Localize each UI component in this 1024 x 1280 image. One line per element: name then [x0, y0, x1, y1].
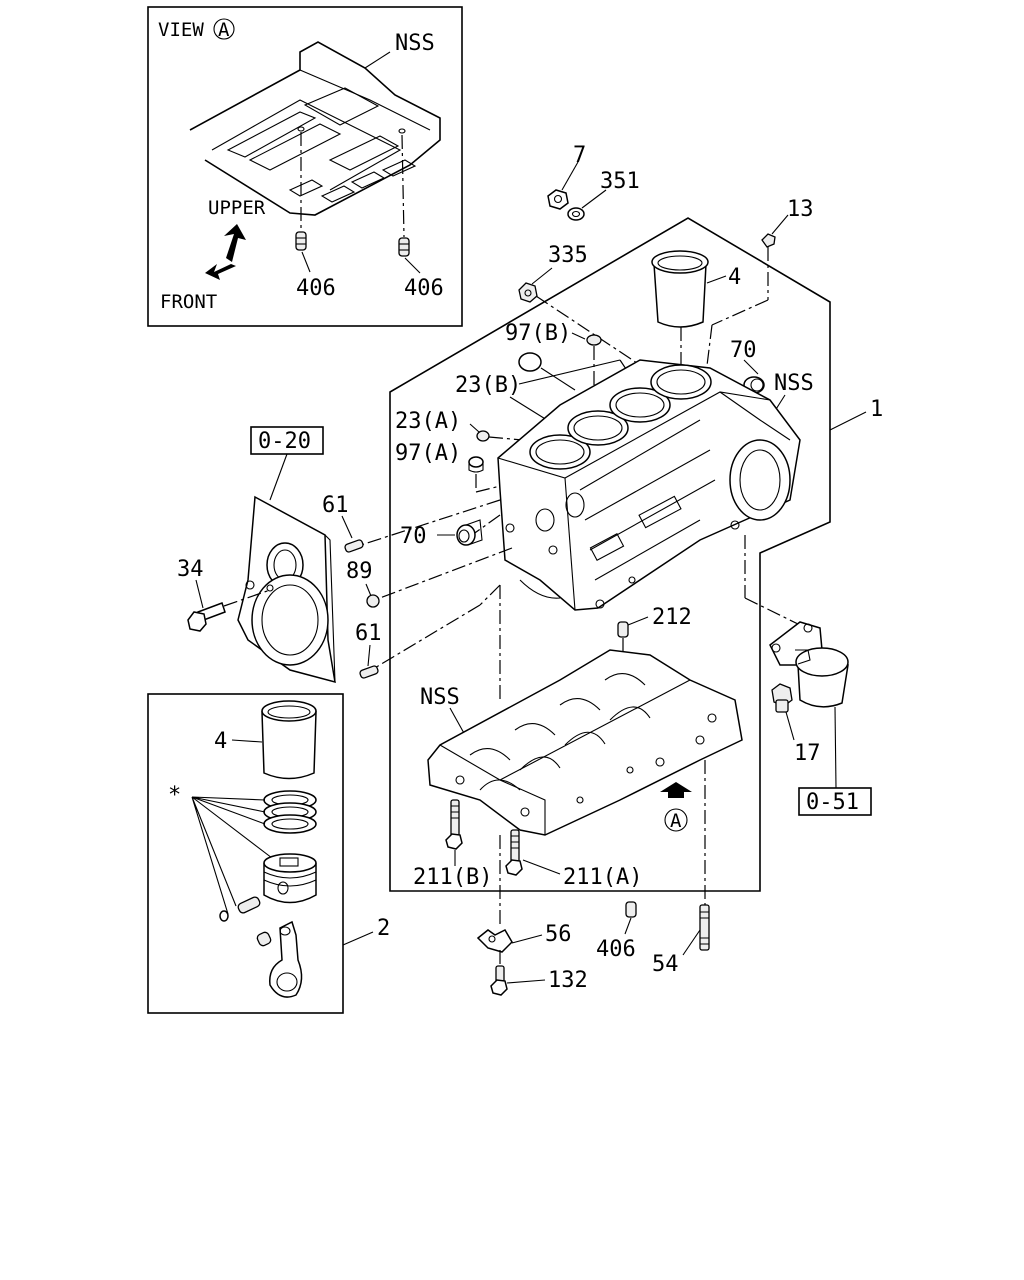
callout-nss-right: NSS: [774, 371, 814, 396]
plug-23b: [518, 352, 542, 372]
callout-13: 13: [787, 197, 814, 222]
washer-351: [567, 207, 585, 221]
callout-23a: 23(A): [395, 409, 461, 434]
inset-upper-label: UPPER: [208, 197, 266, 219]
oil-filter-drawing: [769, 621, 849, 708]
callout-56: 56: [545, 922, 572, 947]
inset-view-title: VIEW: [158, 19, 204, 41]
callout-97b: 97(B): [505, 321, 571, 346]
snap-ring: [219, 910, 229, 922]
direction-arrows-icon: [205, 224, 246, 280]
inset-view-a: VIEW A NSS UPPER: [147, 6, 463, 327]
inset-bedplate-drawing: [189, 41, 441, 216]
inset-view-marker: A: [218, 19, 230, 41]
piston-kit-liner: [261, 700, 317, 780]
callout-212: 212: [652, 605, 692, 630]
inset-callout-406-left: 406: [296, 276, 336, 301]
callout-54: 54: [652, 952, 679, 977]
callout-335: 335: [548, 243, 588, 268]
inset-nss-label: NSS: [395, 31, 435, 56]
dowel-61-top: [344, 539, 364, 553]
callout-211b: 211(B): [413, 865, 492, 890]
callout-23b: 23(B): [455, 373, 521, 398]
callout-351: 351: [600, 169, 640, 194]
callout-70-right: 70: [730, 338, 757, 363]
kit-asterisk: *: [168, 783, 181, 808]
view-a-marker-circle: [664, 808, 688, 832]
callout-nss-lower: NSS: [420, 685, 460, 710]
plug-335: [518, 282, 538, 303]
piston-pin: [237, 896, 261, 914]
inset-view-frame: [147, 6, 463, 327]
plug-89: [366, 594, 380, 608]
bracket-56: [476, 929, 513, 953]
plug-70-left: [456, 519, 483, 546]
plug-406: [625, 901, 637, 918]
plug-97a: [468, 456, 484, 473]
callout-406: 406: [596, 937, 636, 962]
block-assembly-boundary: [389, 217, 831, 892]
ref-box-0-51: [798, 787, 872, 816]
callout-132: 132: [548, 968, 588, 993]
callout-89: 89: [346, 559, 373, 584]
callout-211a: 211(A): [563, 865, 642, 890]
switch-17: [771, 683, 793, 713]
inset-stud-right: [398, 237, 410, 257]
callout-7: 7: [573, 143, 586, 168]
inset-stud-left: [295, 231, 307, 251]
inset-view-marker-circle: [213, 18, 235, 40]
ref-0-20: 0-20: [258, 429, 311, 454]
inset-front-label: FRONT: [160, 291, 217, 313]
kit-callout-2: 2: [377, 916, 390, 941]
callout-17: 17: [794, 741, 821, 766]
ref-0-51: 0-51: [806, 790, 859, 815]
cylinder-liner-top: [651, 250, 709, 328]
piston-rings: [263, 790, 317, 834]
connecting-rod: [269, 920, 303, 998]
bolt-211b: [445, 799, 463, 850]
bolt-132: [490, 965, 508, 996]
bolt-34: [187, 602, 226, 632]
view-a-arrow-icon: [660, 782, 692, 798]
callout-70-left: 70: [400, 524, 427, 549]
callout-61-bottom: 61: [355, 621, 382, 646]
kit-callout-4: 4: [214, 729, 227, 754]
plug-23a: [476, 430, 490, 442]
callout-34: 34: [177, 557, 204, 582]
dowel-61-bottom: [359, 665, 379, 679]
callout-1: 1: [870, 397, 883, 422]
callout-4-top: 4: [728, 265, 741, 290]
stud-54: [699, 904, 710, 951]
plug-97b: [586, 334, 602, 346]
inset-callout-406-right: 406: [404, 276, 444, 301]
bushing: [256, 931, 272, 947]
callout-61-top: 61: [322, 493, 349, 518]
piston-kit-box: 4 *: [147, 693, 390, 1014]
bolt-211a: [505, 829, 523, 876]
bedplate-drawing: [427, 649, 743, 836]
nut-7: [547, 189, 569, 210]
piston: [263, 853, 317, 904]
front-plate-drawing: [237, 495, 336, 684]
callout-view-a: A: [670, 810, 682, 832]
cylinder-block-drawing: [497, 359, 801, 611]
plug-13: [761, 233, 776, 248]
dowel-212: [617, 621, 629, 638]
callout-97a: 97(A): [395, 441, 461, 466]
piston-kit-frame: [147, 693, 344, 1014]
